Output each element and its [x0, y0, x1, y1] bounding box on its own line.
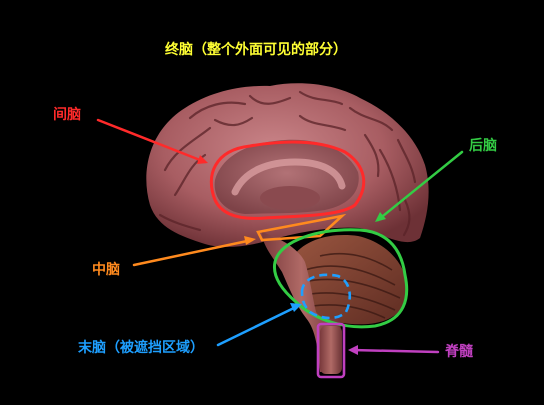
endbrain-outline [300, 273, 352, 320]
endbrain-arrowhead [290, 303, 302, 312]
spinal-cord-arrowhead [348, 345, 358, 355]
medial-surface [214, 139, 359, 214]
hindbrain-outline [272, 228, 409, 329]
diencephalon-outline [209, 140, 366, 220]
thalamus [260, 186, 320, 210]
endbrain-arrow [216, 304, 300, 347]
diencephalon-label: 间脑 [53, 107, 81, 123]
gyri-folds [158, 90, 417, 237]
pointer-arrows [96, 118, 464, 355]
midbrain-arrowhead [244, 236, 256, 245]
hindbrain-label: 后脑 [469, 138, 497, 154]
cerebellum-shape [288, 235, 408, 325]
diencephalon-arrowhead [197, 155, 208, 164]
spinal-cord-arrow [350, 348, 440, 354]
midbrain-outline [256, 213, 347, 242]
midbrain-label: 中脑 [92, 262, 120, 278]
corpus-callosum [231, 158, 346, 196]
diencephalon-arrow [96, 118, 207, 164]
diagram-title: 终脑（整个外面可见的部分） [165, 42, 347, 58]
spinal-cord-shape [320, 326, 342, 374]
spinal-cord-outline [316, 322, 346, 379]
midbrain-arrow [132, 238, 254, 267]
endbrain-label: 末脑（被遮挡区域） [78, 340, 204, 356]
spinal-cord-label: 脊髓 [445, 344, 473, 360]
hindbrain-arrow [376, 150, 464, 222]
hindbrain-arrowhead [375, 212, 386, 222]
